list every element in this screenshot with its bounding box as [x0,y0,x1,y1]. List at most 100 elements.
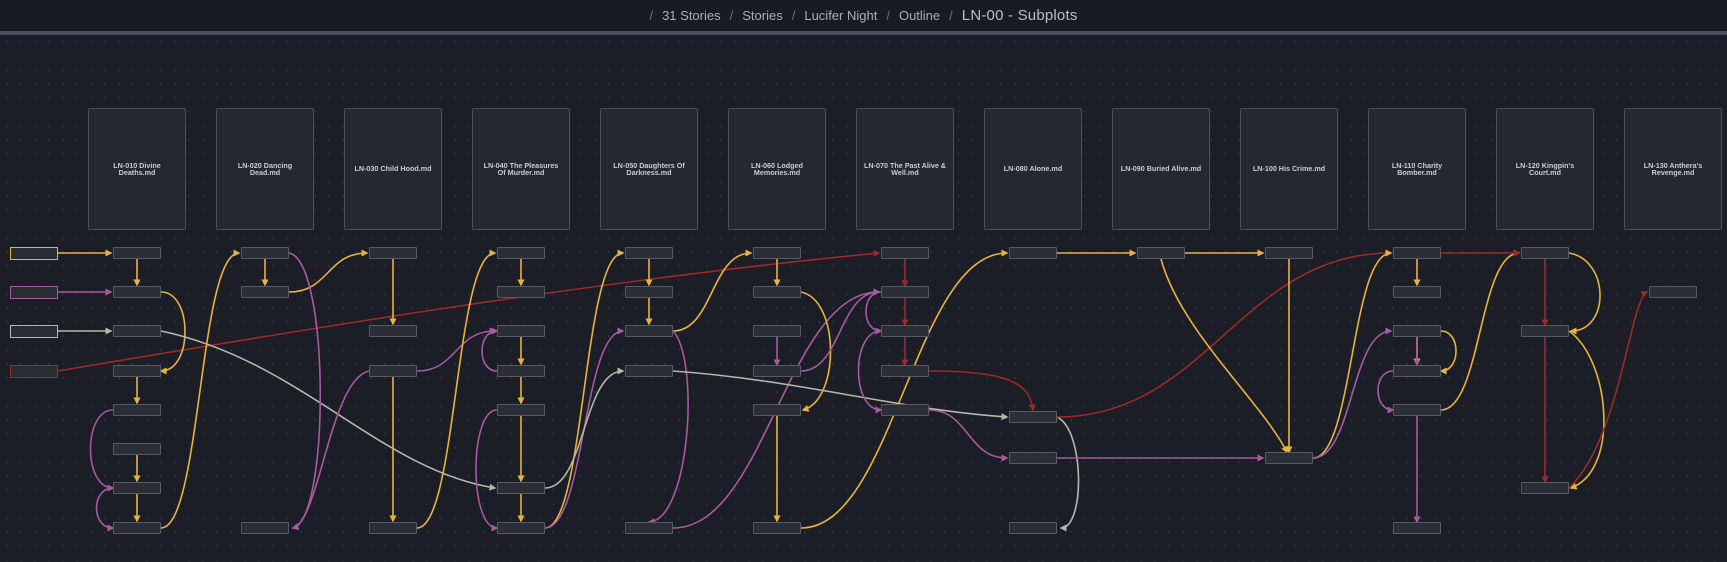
scene-node[interactable] [497,404,545,416]
yellow-subplot-edge [1439,330,1457,375]
scene-node[interactable] [241,522,289,534]
scene-node[interactable] [1521,247,1569,259]
purple-tag[interactable] [10,286,58,299]
scene-node[interactable] [625,365,673,377]
scene-node[interactable] [753,286,801,298]
file-card-12[interactable]: LN-120 Kingpin's Court.md [1496,108,1594,230]
scene-node[interactable] [497,286,545,298]
scene-node[interactable] [369,247,417,259]
scene-node[interactable] [113,482,161,494]
scene-node[interactable] [113,365,161,377]
file-card-title: LN-110 Charity Bomber.md [1391,160,1443,177]
scene-node[interactable] [1393,286,1441,298]
scene-node[interactable] [1393,247,1441,259]
scene-node[interactable] [1009,411,1057,423]
scene-node[interactable] [625,286,673,298]
scene-node[interactable] [113,443,161,455]
scene-node[interactable] [497,325,545,337]
scene-node[interactable] [113,404,161,416]
scene-node[interactable] [1393,404,1441,416]
file-card-10[interactable]: LN-100 His Crime.md [1240,108,1338,230]
scene-node[interactable] [753,325,801,337]
scene-node[interactable] [113,247,161,259]
file-card-title: LN-040 The Pleasures Of Murder.md [483,160,559,177]
scene-node[interactable] [625,247,673,259]
yellow-subplot-edge [544,249,625,529]
file-card-6[interactable]: LN-060 Lodged Memories.md [728,108,826,230]
purple-subplot-edge [1312,327,1393,459]
file-card-7[interactable]: LN-070 The Past Alive & Well.md [856,108,954,230]
scene-node[interactable] [1137,247,1185,259]
purple-subplot-edge [481,327,499,372]
red-tag[interactable] [10,365,58,378]
file-card-8[interactable]: LN-080 Alone.md [984,108,1082,230]
scene-node[interactable] [1393,365,1441,377]
scene-node[interactable] [753,404,801,416]
breadcrumb-separator: / [729,8,734,23]
purple-subplot-edge [647,330,689,526]
scene-node[interactable] [369,365,417,377]
scene-node[interactable] [881,286,929,298]
yellow-subplot-edge [159,291,186,375]
scene-node[interactable] [1521,482,1569,494]
scene-node[interactable] [753,247,801,259]
scene-node[interactable] [369,522,417,534]
scene-node[interactable] [497,482,545,494]
scene-node[interactable] [625,325,673,337]
scene-node[interactable] [241,286,289,298]
file-card-title: LN-020 Dancing Dead.md [237,160,293,177]
scene-node[interactable] [113,522,161,534]
scene-node[interactable] [753,365,801,377]
scene-node[interactable] [1393,325,1441,337]
purple-subplot-edge [865,291,883,335]
breadcrumb-item-lucifer-night[interactable]: Lucifer Night [804,8,878,23]
scene-node[interactable] [241,247,289,259]
scene-node[interactable] [625,522,673,534]
scene-node[interactable] [497,365,545,377]
red-subplot-edge [1568,291,1649,489]
purple-subplot-edge [89,409,115,492]
scene-node[interactable] [1521,325,1569,337]
scene-node[interactable] [113,325,161,337]
purple-subplot-edge [95,487,115,532]
file-card-13[interactable]: LN-130 Anthera's Revenge.md [1624,108,1722,230]
purple-subplot-edge [1377,370,1395,414]
scene-node[interactable] [753,522,801,534]
scene-node[interactable] [1265,452,1313,464]
file-card-title: LN-130 Anthera's Revenge.md [1643,160,1703,177]
file-card-5[interactable]: LN-050 Daughters Of Darkness.md [600,108,698,230]
breadcrumb-item-stories[interactable]: Stories [742,8,783,23]
scene-node[interactable] [1265,247,1313,259]
file-card-title: LN-080 Alone.md [1003,164,1063,174]
file-card-title: LN-010 Divine Deaths.md [113,160,161,177]
scene-node[interactable] [1649,286,1697,298]
gray-tag[interactable] [10,325,58,338]
page-title[interactable]: LN-00 - Subplots [961,7,1078,24]
scene-node[interactable] [1009,522,1057,534]
scene-node[interactable] [881,325,929,337]
yellow-subplot-edge [1312,249,1393,459]
file-card-3[interactable]: LN-030 Child Hood.md [344,108,442,230]
yellow-tag[interactable] [10,247,58,260]
scene-node[interactable] [881,247,929,259]
purple-subplot-edge [800,288,881,372]
scene-node[interactable] [1393,522,1441,534]
breadcrumb-item-31-stories[interactable]: 31 Stories [662,8,721,23]
scene-node[interactable] [881,404,929,416]
file-card-1[interactable]: LN-010 Divine Deaths.md [88,108,186,230]
scene-node[interactable] [1009,247,1057,259]
file-card-9[interactable]: LN-090 Buried Alive.md [1112,108,1210,230]
scene-node[interactable] [881,365,929,377]
file-card-2[interactable]: LN-020 Dancing Dead.md [216,108,314,230]
scene-node[interactable] [113,286,161,298]
scene-node[interactable] [497,247,545,259]
file-card-title: LN-090 Buried Alive.md [1120,164,1202,174]
breadcrumb-item-outline[interactable]: Outline [898,8,941,23]
file-card-11[interactable]: LN-110 Charity Bomber.md [1368,108,1466,230]
breadcrumb-separator: / [649,8,654,23]
scene-node[interactable] [1009,452,1057,464]
file-card-4[interactable]: LN-040 The Pleasures Of Murder.md [472,108,570,230]
scene-node[interactable] [497,522,545,534]
scene-node[interactable] [369,325,417,337]
gray-subplot-edge [160,330,497,491]
